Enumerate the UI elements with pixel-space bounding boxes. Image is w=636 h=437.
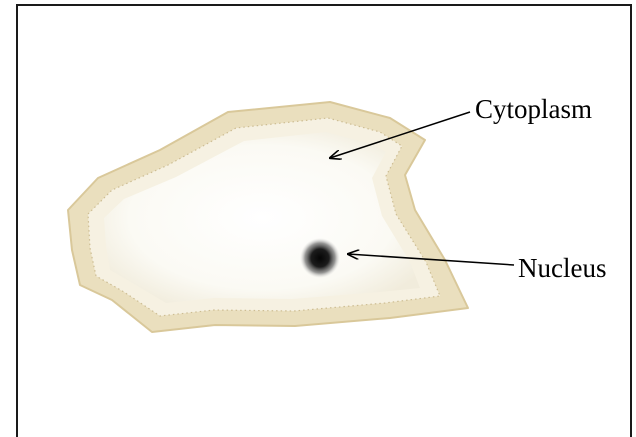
nucleus (300, 238, 340, 278)
nucleus-label: Nucleus (518, 255, 606, 282)
cytoplasm-label: Cytoplasm (475, 96, 592, 123)
